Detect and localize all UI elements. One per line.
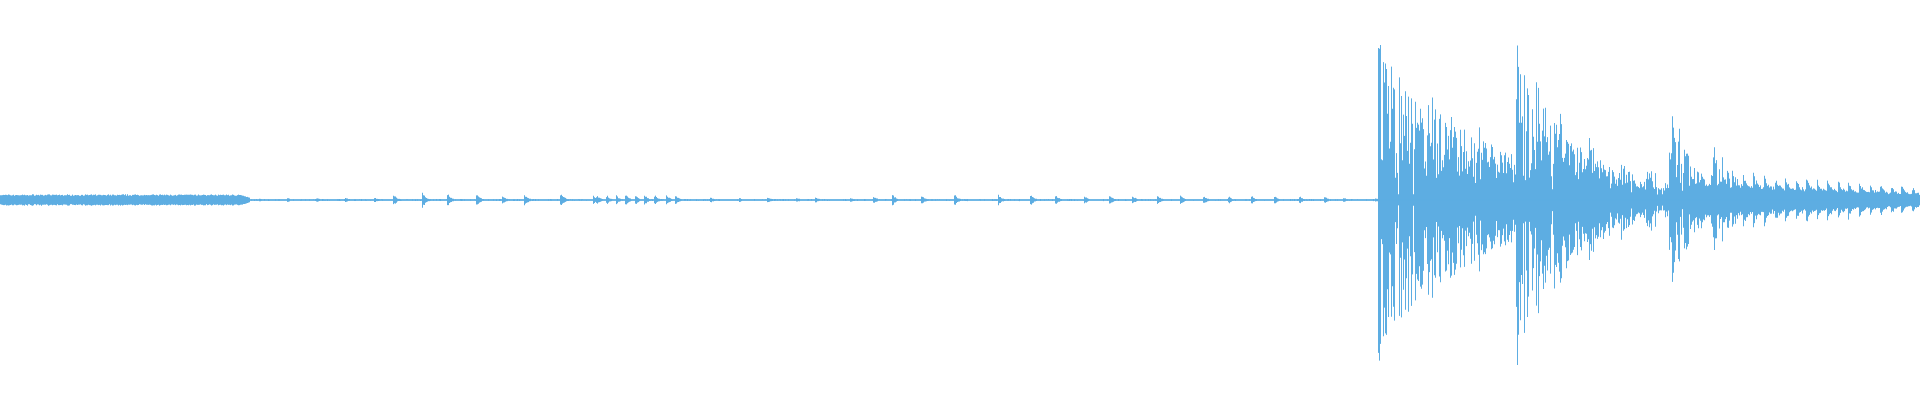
waveform-bars [0,45,1920,365]
